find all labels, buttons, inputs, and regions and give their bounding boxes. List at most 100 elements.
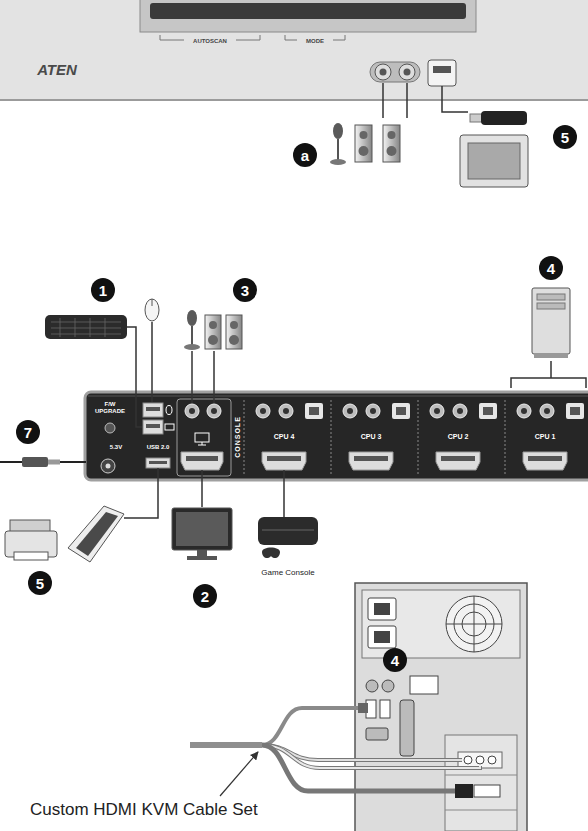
cpu-port-blocks	[349, 452, 393, 470]
usb-hub-port	[146, 458, 170, 468]
rear-wires	[124, 468, 158, 518]
cpu-port-blocks	[430, 404, 444, 418]
cpu-port-blocks	[343, 404, 357, 418]
console-ports	[195, 433, 209, 442]
cpu-port-blocks	[279, 404, 293, 418]
callout-number: 4	[539, 256, 563, 280]
flash-drive	[481, 111, 527, 125]
computer-rear	[446, 596, 502, 652]
callout-number: 3	[233, 278, 257, 302]
console-microphone	[191, 326, 193, 345]
cpu-port-blocks	[396, 407, 406, 415]
bracket	[511, 378, 586, 388]
computer-rear	[355, 583, 527, 831]
computer-rear	[368, 598, 396, 620]
pc-tower	[532, 288, 570, 354]
power-jack	[101, 459, 115, 473]
keyboard	[51, 318, 121, 337]
front-audio-jacks	[375, 64, 391, 80]
computer-rear	[366, 728, 388, 740]
cpu-port-blocks	[244, 400, 245, 476]
front-audio-jacks	[380, 69, 387, 76]
front-wires	[383, 83, 468, 118]
cpu-port-blocks	[309, 407, 319, 415]
computer-rear	[445, 775, 517, 810]
printer	[5, 520, 57, 560]
front-microphone	[330, 123, 346, 165]
rear-wires	[191, 351, 193, 403]
front-audio-jacks	[370, 62, 420, 82]
console-ports	[177, 399, 231, 476]
front-audio-jacks	[399, 64, 415, 80]
computer-rear	[380, 700, 390, 718]
rear-wires	[127, 327, 142, 427]
usb-hub-port	[149, 461, 167, 464]
printer	[14, 552, 48, 560]
front-audio-jacks	[404, 69, 411, 76]
callout-number: a	[293, 143, 317, 167]
monitor	[197, 550, 207, 556]
front-usb-port	[428, 60, 456, 86]
firmware-button	[105, 423, 115, 433]
monitor	[172, 508, 232, 550]
console-speakers	[205, 315, 242, 349]
cpu-port-blocks	[517, 404, 531, 418]
kvm-cable-set	[358, 703, 368, 713]
front-speakers	[355, 125, 372, 162]
computer-rear	[374, 603, 390, 615]
front-usb-port	[428, 60, 456, 86]
cpu-port-blocks	[523, 452, 567, 470]
cpu-port-blocks	[540, 404, 554, 418]
port-label: USB 2.0	[147, 444, 170, 451]
callout-number: 2	[193, 584, 217, 608]
computer-rear	[488, 756, 496, 764]
front-microphone	[337, 139, 339, 160]
rear-panel	[85, 392, 588, 480]
computer-rear	[366, 680, 378, 692]
rear-panel	[88, 396, 588, 397]
cpu-port-blocks	[566, 403, 584, 419]
computer-rear	[464, 756, 472, 764]
computer-rear	[355, 583, 527, 831]
computer-rear	[445, 735, 517, 831]
console-ports	[211, 408, 217, 414]
kvm-cable-set	[262, 745, 458, 791]
computer-rear	[374, 631, 390, 643]
power-adapter	[60, 461, 86, 463]
flash-drive	[470, 111, 527, 125]
cpu-port-blocks	[354, 456, 388, 461]
bracket	[550, 361, 552, 378]
front-panel-box: AUTOSCANMODEATEN	[0, 0, 588, 100]
console-usb-ports	[146, 407, 160, 411]
rear-wires	[283, 470, 285, 517]
monitor	[176, 512, 228, 546]
keyboard	[45, 315, 127, 339]
game-console	[262, 530, 314, 531]
cpu-port-blocks	[436, 452, 480, 470]
computer-rear	[474, 785, 500, 797]
leader-line	[220, 752, 258, 796]
cpu-port-blocks	[528, 456, 562, 461]
mouse	[152, 299, 153, 306]
cpu-port-blocks	[370, 408, 376, 414]
power-adapter	[48, 460, 60, 465]
cable-caption: Custom HDMI KVM Cable Set	[30, 800, 258, 820]
power-adapter	[0, 457, 86, 467]
camera	[460, 135, 528, 187]
pc-tower	[534, 354, 568, 358]
front-speakers	[383, 125, 400, 162]
console-ports	[186, 456, 218, 461]
cpu-port-blocks	[457, 408, 463, 414]
power-adapter	[0, 461, 22, 463]
rear-wires	[151, 322, 153, 402]
cpu-port-blocks	[392, 403, 410, 419]
pc-tower	[537, 303, 565, 309]
port-label: F/W UPGRADE	[93, 401, 127, 414]
power-jack	[106, 464, 111, 469]
computer-rear	[410, 676, 438, 694]
kvm-cable-set	[262, 708, 360, 745]
console-ports	[207, 404, 221, 418]
button-label: MODE	[306, 38, 324, 45]
power-adapter	[22, 457, 48, 467]
